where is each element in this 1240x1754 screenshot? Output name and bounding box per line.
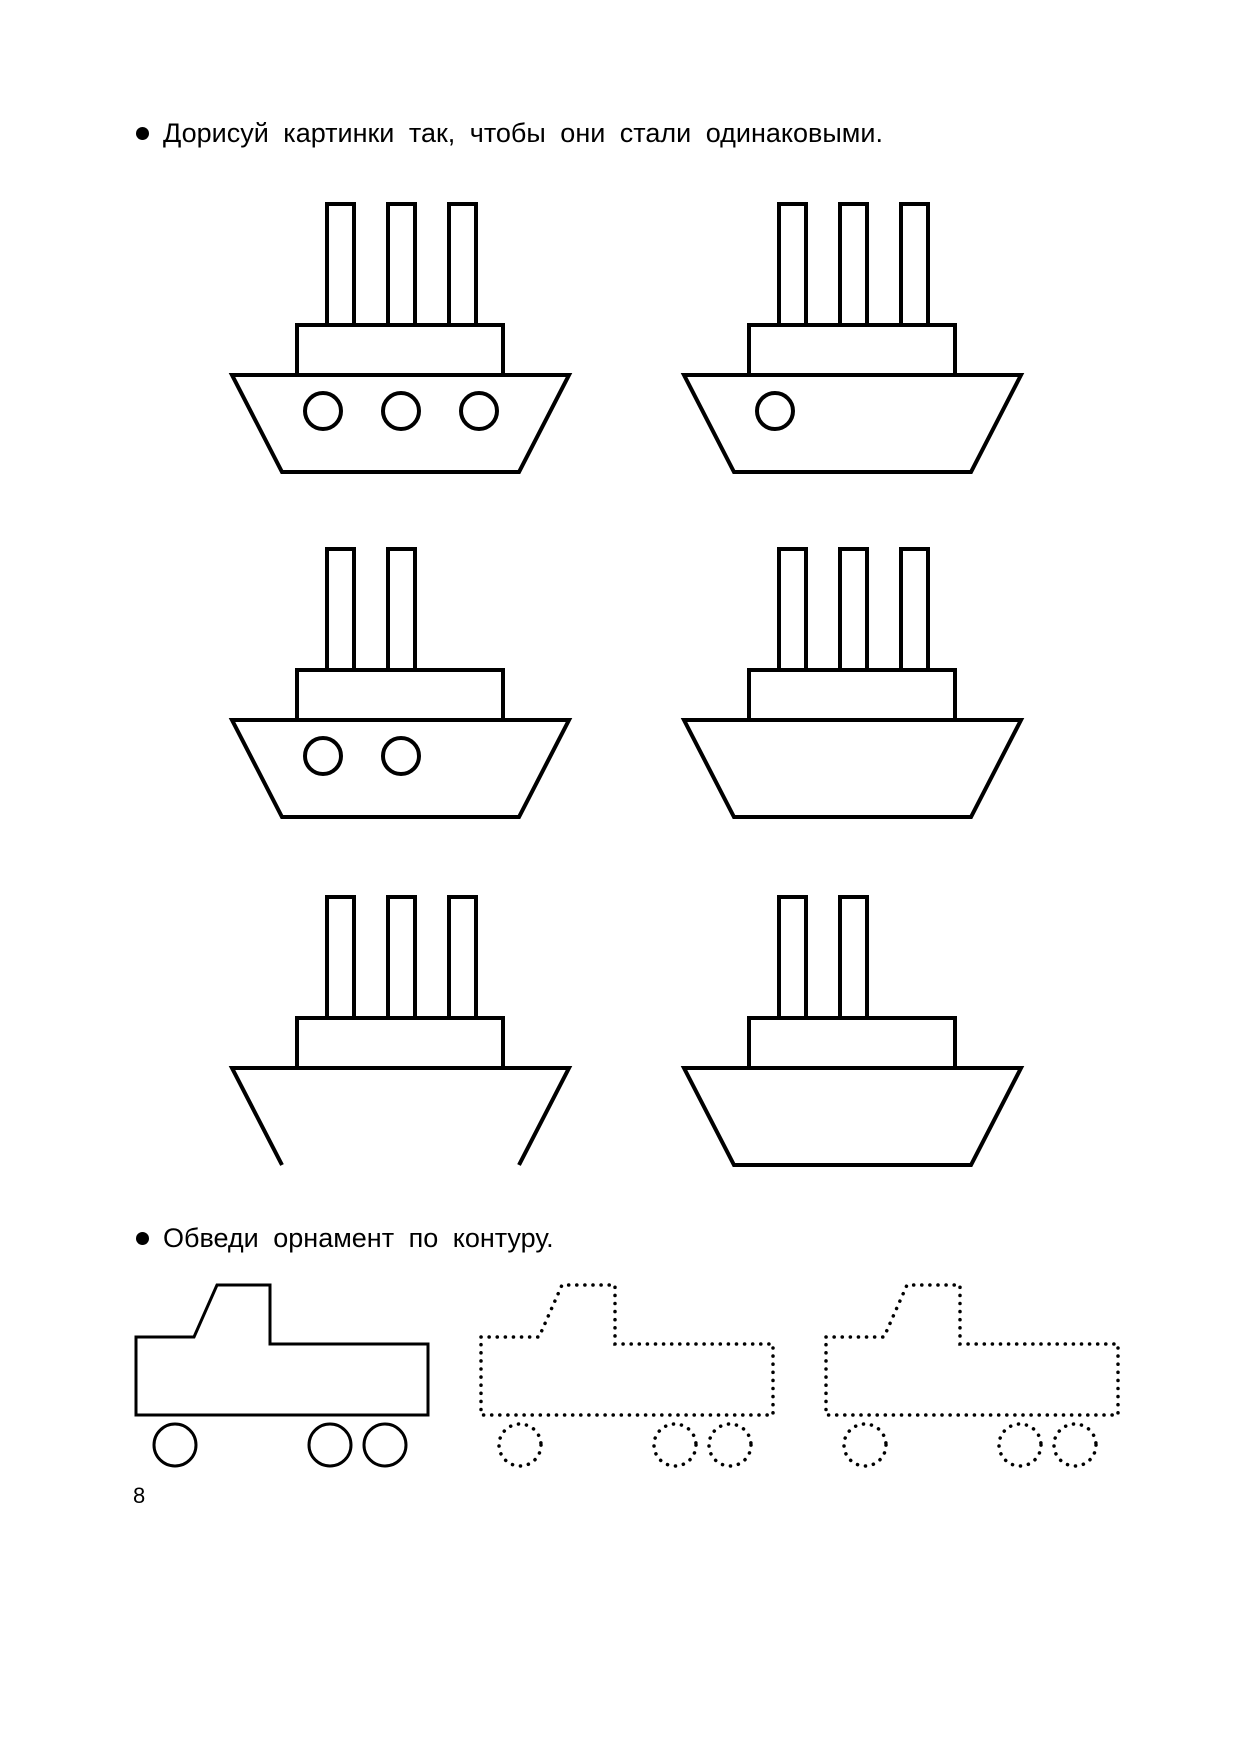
ship-funnel xyxy=(325,202,356,327)
truck-wheel xyxy=(497,1422,543,1468)
truck-wheel xyxy=(652,1422,698,1468)
ship-cabin xyxy=(295,668,505,722)
truck-wheel xyxy=(997,1422,1043,1468)
bullet-icon xyxy=(136,1232,149,1245)
ships-layer xyxy=(228,202,1025,1167)
ship xyxy=(228,895,573,1166)
truck-wheel xyxy=(842,1422,888,1468)
ship-cabin xyxy=(747,1016,957,1070)
ship xyxy=(228,547,573,819)
ship xyxy=(680,547,1025,819)
task-2-text: Обведи орнамент по контуру. xyxy=(163,1223,554,1253)
truck-wheel xyxy=(707,1422,753,1468)
task-2-instruction: Обведи орнамент по контуру. xyxy=(136,1223,554,1254)
ship-cabin xyxy=(295,323,505,377)
ship-hull xyxy=(228,373,573,474)
ship-funnel xyxy=(325,895,356,1020)
ship-funnel xyxy=(386,202,417,327)
ship-cabin xyxy=(747,323,957,377)
ship-funnel xyxy=(447,895,478,1020)
ship xyxy=(228,202,573,474)
ship-cabin xyxy=(295,1016,505,1070)
ship-funnel xyxy=(777,895,808,1020)
truck xyxy=(134,1283,430,1468)
ship-funnel xyxy=(838,895,869,1020)
ship-funnel xyxy=(899,202,930,327)
ship xyxy=(680,895,1025,1167)
ship xyxy=(680,202,1025,474)
ship-porthole xyxy=(303,391,343,431)
truck-wheel xyxy=(152,1422,198,1468)
ship-porthole xyxy=(381,391,421,431)
truck-wheel xyxy=(307,1422,353,1468)
truck-body xyxy=(134,1283,430,1417)
ship-funnel xyxy=(899,547,930,672)
ship-cabin xyxy=(747,668,957,722)
bullet-icon xyxy=(136,127,149,140)
ship-funnel xyxy=(838,202,869,327)
ship-porthole xyxy=(755,391,795,431)
ship-porthole xyxy=(459,391,499,431)
ship-funnel xyxy=(838,547,869,672)
ship-funnel xyxy=(777,547,808,672)
truck xyxy=(479,1283,775,1468)
truck-body xyxy=(479,1283,775,1417)
ship-funnel xyxy=(386,547,417,672)
ship-hull xyxy=(680,718,1025,819)
ship-hull xyxy=(680,373,1025,474)
trucks-layer xyxy=(134,1283,1120,1468)
task-1-instruction: Дорисуй картинки так, чтобы они стали од… xyxy=(136,118,883,149)
ship-hull xyxy=(680,1066,1025,1167)
page-number: 8 xyxy=(133,1483,146,1508)
ship-hull xyxy=(228,718,573,819)
truck-wheel xyxy=(362,1422,408,1468)
ship-funnel xyxy=(325,547,356,672)
truck-body xyxy=(824,1283,1120,1417)
ship-funnel xyxy=(447,202,478,327)
task-1-text: Дорисуй картинки так, чтобы они стали од… xyxy=(163,118,883,148)
ship-funnel xyxy=(777,202,808,327)
ship-porthole xyxy=(381,736,421,776)
ship-funnel xyxy=(386,895,417,1020)
ship-hull-incomplete xyxy=(228,1066,573,1166)
truck xyxy=(824,1283,1120,1468)
ship-porthole xyxy=(303,736,343,776)
truck-wheel xyxy=(1052,1422,1098,1468)
